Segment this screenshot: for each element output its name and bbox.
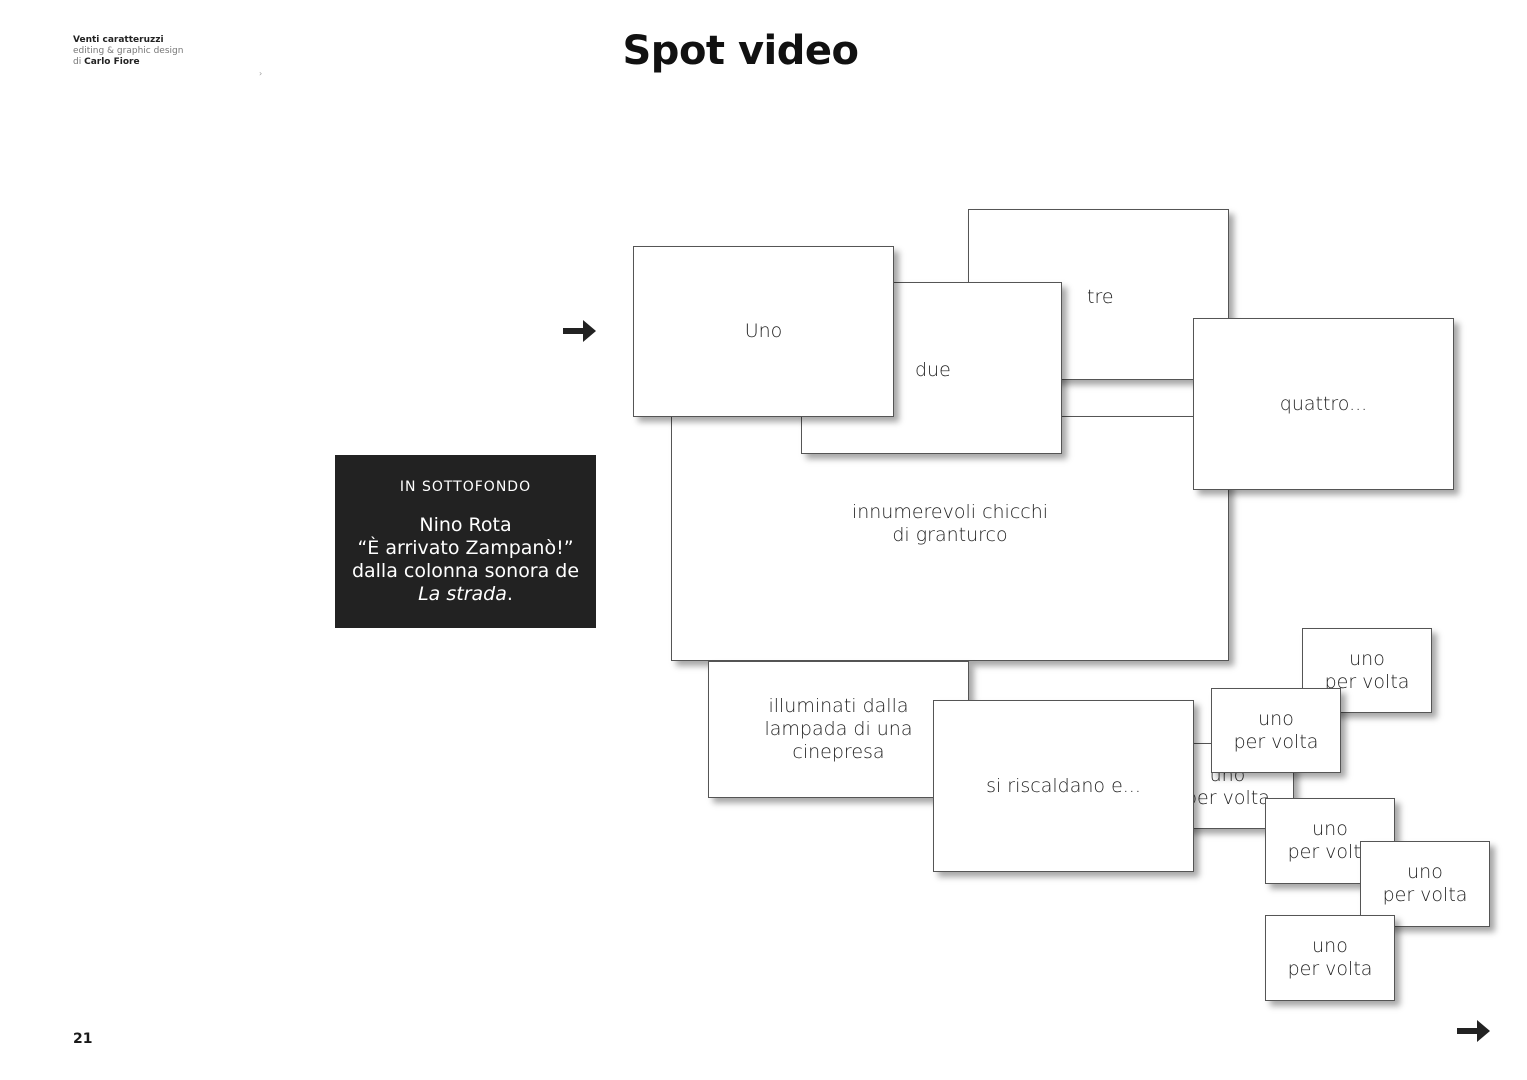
composer: Nino Rota [419,514,512,536]
card-per-volta-text: uno per volta [1382,861,1468,906]
soundtrack-source: dalla colonna sonora de [351,560,580,582]
card-illuminati-text: illuminati dalla lampada di una cinepres… [764,695,913,763]
card-quattro: quattro... [1193,318,1454,490]
author-line: di Carlo Fiore [73,57,183,68]
card-per-volta-text: uno per volta [1287,935,1373,980]
book-title: Venti caratteruzzi [73,35,164,45]
page-title: Spot video [622,28,860,74]
background-music-heading: IN SOTTOFONDO [399,479,532,495]
background-music-details: Nino Rota “È arrivato Zampanò!” dalla co… [335,514,596,606]
card-riscaldano-text: si riscaldano e... [986,774,1141,797]
author-name: Carlo Fiore [84,57,140,67]
card-per-volta-3: uno per volta [1211,688,1341,773]
film-title: La strada [418,583,507,605]
card-riscaldano: si riscaldano e... [933,700,1194,872]
background-music-box: IN SOTTOFONDO Nino Rota “È arrivato Zamp… [335,455,596,628]
card-quattro-text: quattro... [1279,392,1368,415]
card-illuminati: illuminati dalla lampada di una cinepres… [708,661,969,798]
card-chicchi-text: innumerevoli chicchi di granturco [851,500,1049,546]
corner-mark: › [259,69,263,78]
card-uno: Uno [633,246,894,417]
book-credits: Venti caratteruzzi editing & graphic des… [73,35,183,68]
card-due-text: due [915,359,951,381]
start-arrow-icon [563,318,597,344]
card-tre-text: tre [1087,286,1114,308]
card-per-volta-5: uno per volta [1360,841,1490,927]
card-per-volta-text: uno per volta [1233,707,1319,753]
piece-title: “È arrivato Zampanò!” [357,537,574,559]
film-suffix: . [506,583,513,605]
page-number: 21 [73,1031,93,1047]
card-chicchi: innumerevoli chicchi di granturco [671,416,1229,661]
card-per-volta-6: uno per volta [1265,915,1395,1001]
next-page-arrow-icon[interactable] [1457,1018,1491,1044]
card-per-volta-text: uno per volta [1324,647,1410,693]
credit-line: editing & graphic design [73,46,184,56]
film-line: La strada. [335,583,596,606]
card-uno-text: Uno [744,320,783,342]
author-prefix: di [73,57,82,67]
